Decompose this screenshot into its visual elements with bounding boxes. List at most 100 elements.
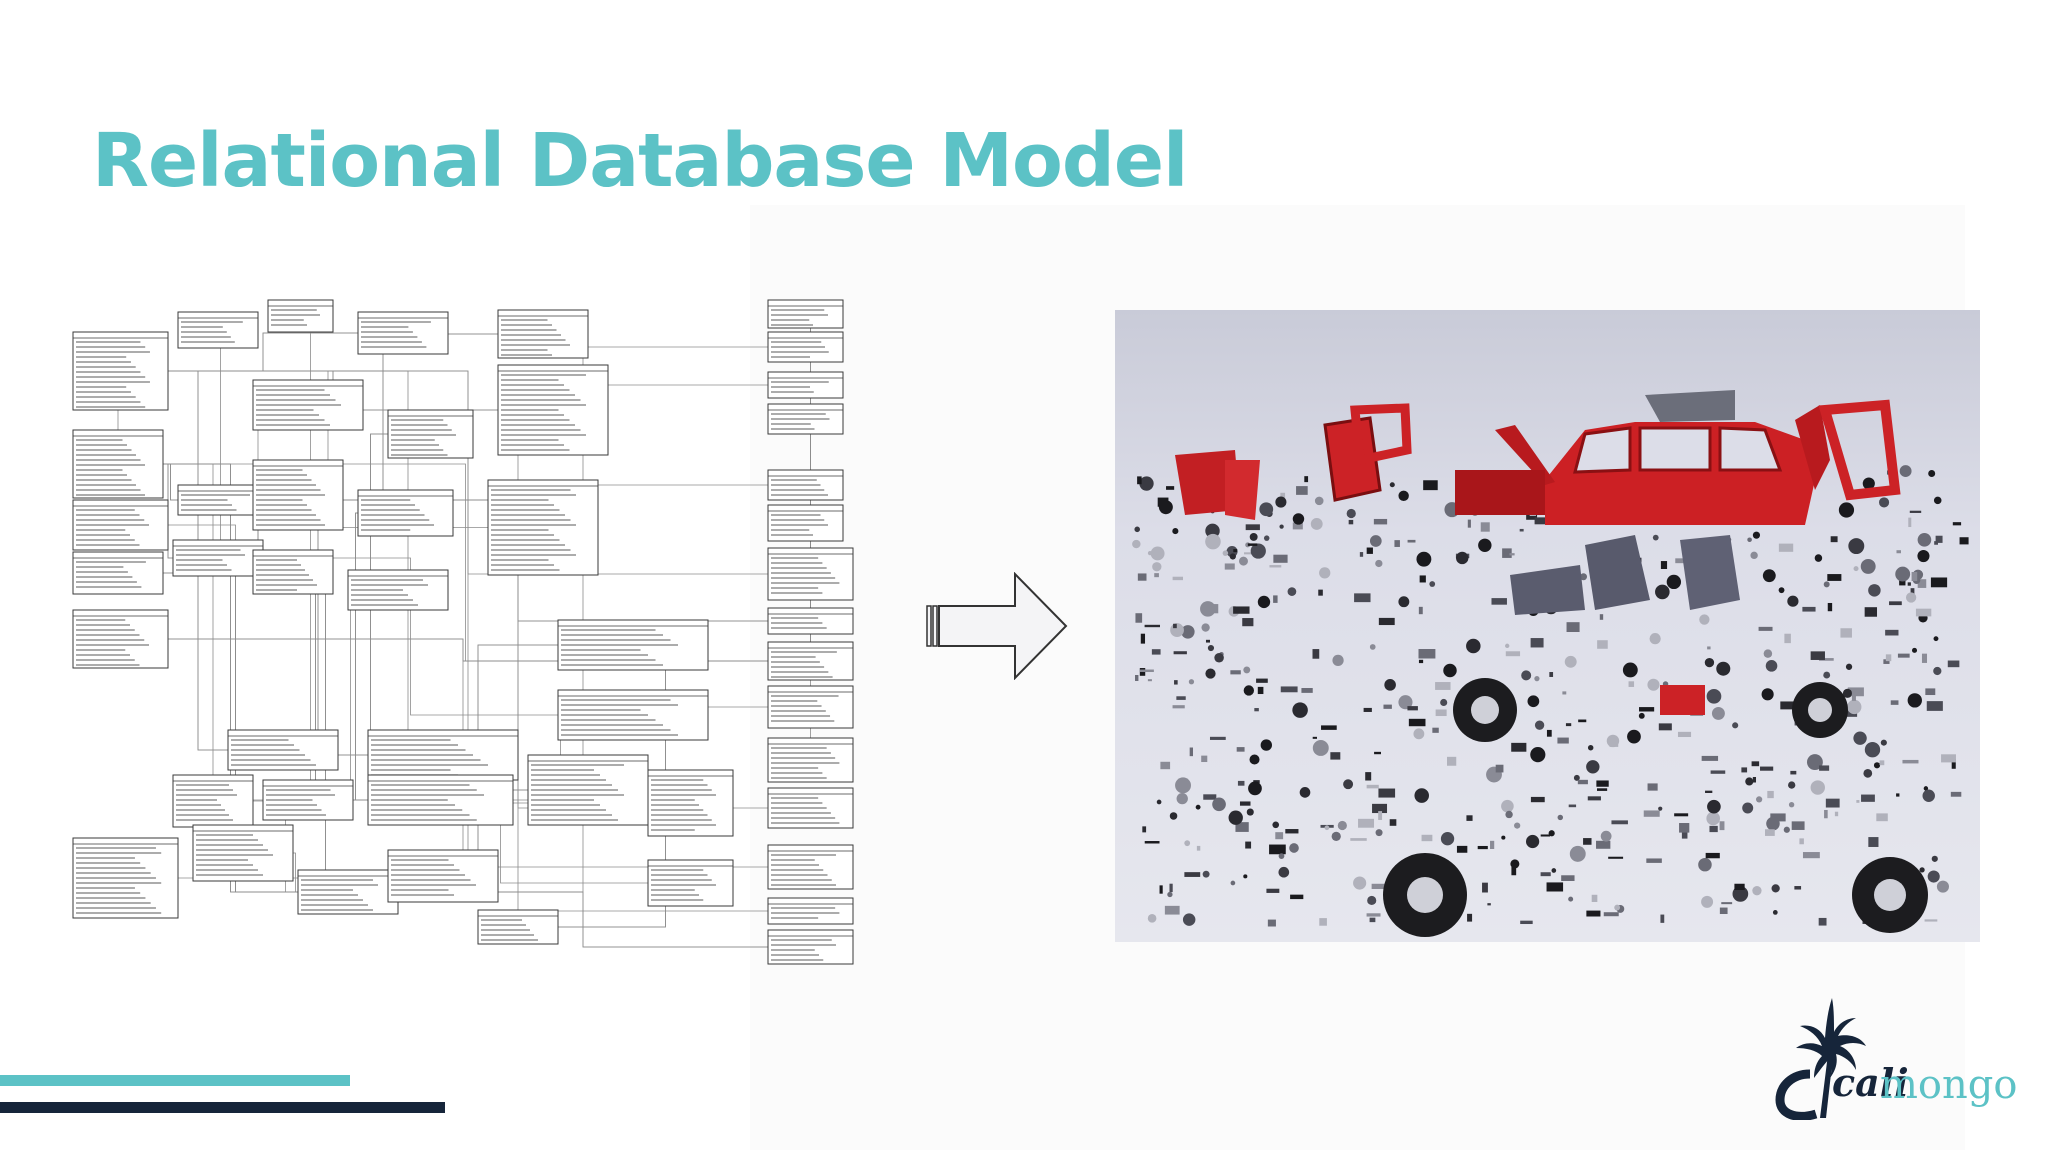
erd-table-box [252,459,344,531]
car-part [1751,761,1760,767]
erd-table-box [647,859,734,907]
erd-table-box [297,869,399,915]
car-part [1230,880,1236,886]
car-part [1767,790,1774,799]
car-part [1917,533,1932,547]
erd-table-box [767,331,844,363]
car-part [1752,531,1761,539]
car-part [1658,806,1663,811]
car-part [1243,685,1255,696]
car-part [1897,653,1910,658]
car-part [1628,681,1635,687]
car-part [1842,688,1853,698]
car-part [1880,739,1887,746]
car-part [1569,845,1586,862]
car-part [1188,679,1195,685]
erd-table-box [192,824,294,882]
car-part [1603,912,1619,917]
car-part [1514,822,1521,829]
car-part [1378,617,1395,626]
car-part [1927,870,1940,883]
car-part [1466,638,1481,654]
car-part [1834,811,1839,817]
car-part [1787,595,1799,607]
car-part [1530,747,1546,763]
car-part [1596,780,1609,787]
car-part [1256,678,1268,683]
car-part [1510,859,1520,869]
erd-table-box [767,504,844,542]
car-part [1578,719,1587,723]
erd-table-box [767,607,854,635]
car-part [1883,659,1890,664]
car-part [1819,765,1830,771]
car-part [1766,816,1780,831]
car-part [1491,598,1507,605]
car-part [1652,534,1659,541]
car-part [1275,832,1284,840]
car-part [1170,623,1184,637]
car-part [1435,682,1451,690]
car-part [1818,658,1834,661]
car-part [1353,876,1367,890]
car-part [1478,538,1492,552]
car-part [1546,882,1564,892]
car-part [1212,797,1226,812]
car-part [1921,653,1928,663]
erd-table-box [347,569,449,611]
car-part [1549,672,1554,677]
car-part [1810,780,1825,795]
car-part [1586,910,1601,917]
car-part [1407,539,1416,543]
car-part [1758,626,1773,631]
erd-table-box [357,311,449,355]
car-part [1941,754,1956,763]
car-part [1895,566,1911,582]
logo-text-mongo: mongo [1880,1062,2018,1108]
car-part [1741,767,1748,773]
car-part [1201,755,1208,763]
car-part [1419,575,1426,583]
car-part [1934,541,1938,545]
car-part [1564,655,1577,668]
car-part [1152,562,1162,572]
car-part [1273,595,1278,603]
car-part [1762,569,1776,583]
erd-table-box [227,729,339,771]
car-part [1830,536,1838,543]
erd-table-box [527,754,649,826]
erd-connector [353,512,358,801]
car-part [1772,909,1778,915]
car-part [1176,696,1186,700]
car-part [1254,708,1259,712]
erd-table-box [487,479,599,576]
car-part [1222,550,1229,556]
car-part [1704,657,1715,668]
car-part [1346,508,1356,519]
car-part [1761,688,1774,701]
car-part [1719,907,1728,915]
car-part [1375,829,1383,837]
car-part [1707,799,1721,814]
car-part [1568,896,1574,902]
disassembled-car-image [1115,310,1980,942]
car-part [1565,723,1572,727]
car-part [1562,691,1567,695]
car-part [1591,894,1598,902]
car-part [1414,788,1430,803]
car-part [1173,623,1177,629]
car-part [1365,772,1372,781]
erd-table-box [767,685,854,729]
erd-table-box [767,299,844,329]
car-part [1135,613,1143,623]
car-part [1587,744,1594,751]
car-part [1369,644,1376,650]
car-part [1919,867,1925,873]
car-part [1827,574,1842,581]
car-part [1189,747,1193,757]
erd-table-box [267,299,334,333]
car-part [1568,804,1577,808]
erd-table-box [767,737,854,783]
car-part [1924,919,1938,922]
car-part [1292,702,1308,718]
